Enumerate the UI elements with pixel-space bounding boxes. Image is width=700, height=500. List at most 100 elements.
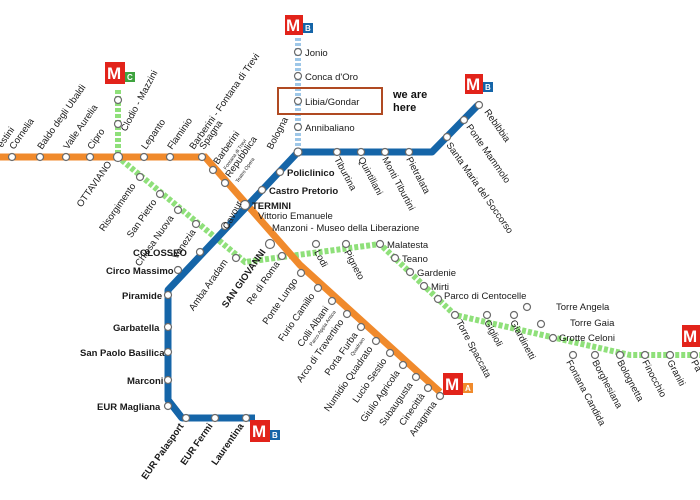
station-borghesiana[interactable] [590, 350, 600, 360]
station-tiburtina[interactable] [332, 147, 342, 157]
station-venezia[interactable] [191, 219, 201, 229]
label-circo-massimo: Circo Massimo [106, 266, 174, 277]
label-conca-doro: Conca d'Oro [305, 72, 358, 83]
station-cavour[interactable] [220, 221, 230, 231]
station-spagna[interactable] [197, 152, 207, 162]
station-ponte-mammolo[interactable] [459, 115, 469, 125]
label-mirti: Mirti [431, 282, 449, 293]
station-parco-centocelle[interactable] [433, 294, 443, 304]
label-castro-pretorio: Castro Pretorio [269, 186, 338, 197]
station-giardinetti[interactable] [509, 310, 519, 320]
label-torre-angela: Torre Angela [556, 302, 610, 313]
station-torre-gaia[interactable] [536, 319, 546, 329]
station-marconi[interactable] [163, 375, 173, 385]
station-pa[interactable] [689, 350, 699, 360]
station-cinecitta[interactable] [423, 383, 433, 393]
station-mirti[interactable] [419, 281, 429, 291]
station-lepanto[interactable] [139, 152, 149, 162]
station-ottaviano-c[interactable] [113, 119, 123, 129]
station-cornelia[interactable] [7, 152, 17, 162]
station-san-paolo[interactable] [163, 347, 173, 357]
station-numidio[interactable] [371, 336, 381, 346]
station-graniti[interactable] [665, 350, 675, 360]
label-lepanto: Lepanto [139, 117, 168, 151]
station-circo-massimo[interactable] [173, 265, 183, 275]
station-porta-furba[interactable] [356, 322, 366, 332]
station-subaugusta[interactable] [411, 372, 421, 382]
station-re-di-roma[interactable] [277, 251, 287, 261]
station-valle-aurelia[interactable] [61, 152, 71, 162]
line-b1-logo: M B [285, 15, 313, 35]
station-clodio[interactable] [113, 95, 123, 105]
station-santa-maria[interactable] [442, 132, 452, 142]
station-colli-albani[interactable] [327, 296, 337, 306]
station-eur-magliana[interactable] [163, 401, 173, 411]
line-c-logo-east: M [682, 325, 700, 347]
station-eur-palasport[interactable] [181, 413, 191, 423]
station-flaminio[interactable] [165, 152, 175, 162]
label-torre-gaia: Torre Gaia [570, 318, 615, 329]
label-parco-centocelle: Parco di Centocelle [444, 291, 526, 302]
station-lucio-sestio[interactable] [385, 348, 395, 358]
station-eur-fermi[interactable] [210, 413, 220, 423]
station-teano[interactable] [390, 253, 400, 263]
station-baldo[interactable] [35, 152, 45, 162]
station-san-giovanni[interactable] [264, 238, 276, 250]
label-policlinico: Policlinico [287, 168, 335, 179]
station-jonio[interactable] [293, 47, 303, 57]
svg-text:C: C [127, 73, 133, 82]
station-libia-gondar[interactable] [293, 96, 303, 106]
line-b-logo-south: M B [250, 420, 280, 442]
station-garbatella[interactable] [163, 322, 173, 332]
station-conca-doro[interactable] [293, 71, 303, 81]
station-colosseo[interactable] [195, 247, 205, 257]
label-annibaliano: Annibaliano [305, 123, 355, 134]
station-risorgimento[interactable] [135, 172, 145, 182]
station-rebibbia[interactable] [474, 100, 484, 110]
station-grotte-celoni[interactable] [548, 333, 558, 343]
station-pigneto[interactable] [341, 239, 351, 249]
label-grotte-celoni: Grotte Celoni [559, 333, 615, 344]
station-furio-camillo[interactable] [313, 283, 323, 293]
station-monti-tiburtini[interactable] [380, 147, 390, 157]
station-fontana-candida[interactable] [568, 350, 578, 360]
station-ottaviano[interactable] [112, 151, 124, 163]
label-rebibbia: Rebibbia [482, 107, 513, 145]
station-piramide[interactable] [163, 290, 173, 300]
station-arco-travertino[interactable] [342, 309, 352, 319]
label-graniti: Graniti [664, 358, 687, 388]
station-ponte-lungo[interactable] [296, 268, 306, 278]
station-lodi[interactable] [311, 239, 321, 249]
station-cipro[interactable] [85, 152, 95, 162]
station-finocchio[interactable] [640, 350, 650, 360]
station-gardenie[interactable] [405, 267, 415, 277]
station-bolognetta[interactable] [615, 350, 625, 360]
svg-text:M: M [107, 64, 121, 83]
station-quintiliani[interactable] [356, 147, 366, 157]
station-castro-pretorio[interactable] [257, 185, 267, 195]
svg-text:A: A [465, 384, 471, 393]
you-are-here-box [277, 87, 383, 115]
station-policlinico[interactable] [275, 167, 285, 177]
station-malatesta[interactable] [375, 239, 385, 249]
station-anagnina[interactable] [435, 391, 445, 401]
station-termini[interactable] [239, 199, 251, 211]
station-torre-spaccata[interactable] [450, 310, 460, 320]
station-torre-angela[interactable] [522, 302, 532, 312]
station-bologna[interactable] [293, 147, 303, 157]
label-vittorio-emanuele: Vittorio Emanuele [258, 211, 333, 222]
station-barberini[interactable] [208, 165, 218, 175]
station-giglioli[interactable] [482, 310, 492, 320]
station-laurentina[interactable] [241, 413, 251, 423]
station-chiesa-nuova[interactable] [173, 205, 183, 215]
station-pietralata[interactable] [404, 147, 414, 157]
label-marconi: Marconi [127, 376, 163, 387]
station-repubblica[interactable] [220, 178, 230, 188]
label-garbatella: Garbatella [113, 323, 160, 334]
station-amba-aradam[interactable] [231, 253, 241, 263]
station-san-pietro[interactable] [155, 189, 165, 199]
station-giulio-agricola[interactable] [398, 360, 408, 370]
station-annibaliano[interactable] [293, 122, 303, 132]
svg-text:M: M [286, 16, 300, 35]
